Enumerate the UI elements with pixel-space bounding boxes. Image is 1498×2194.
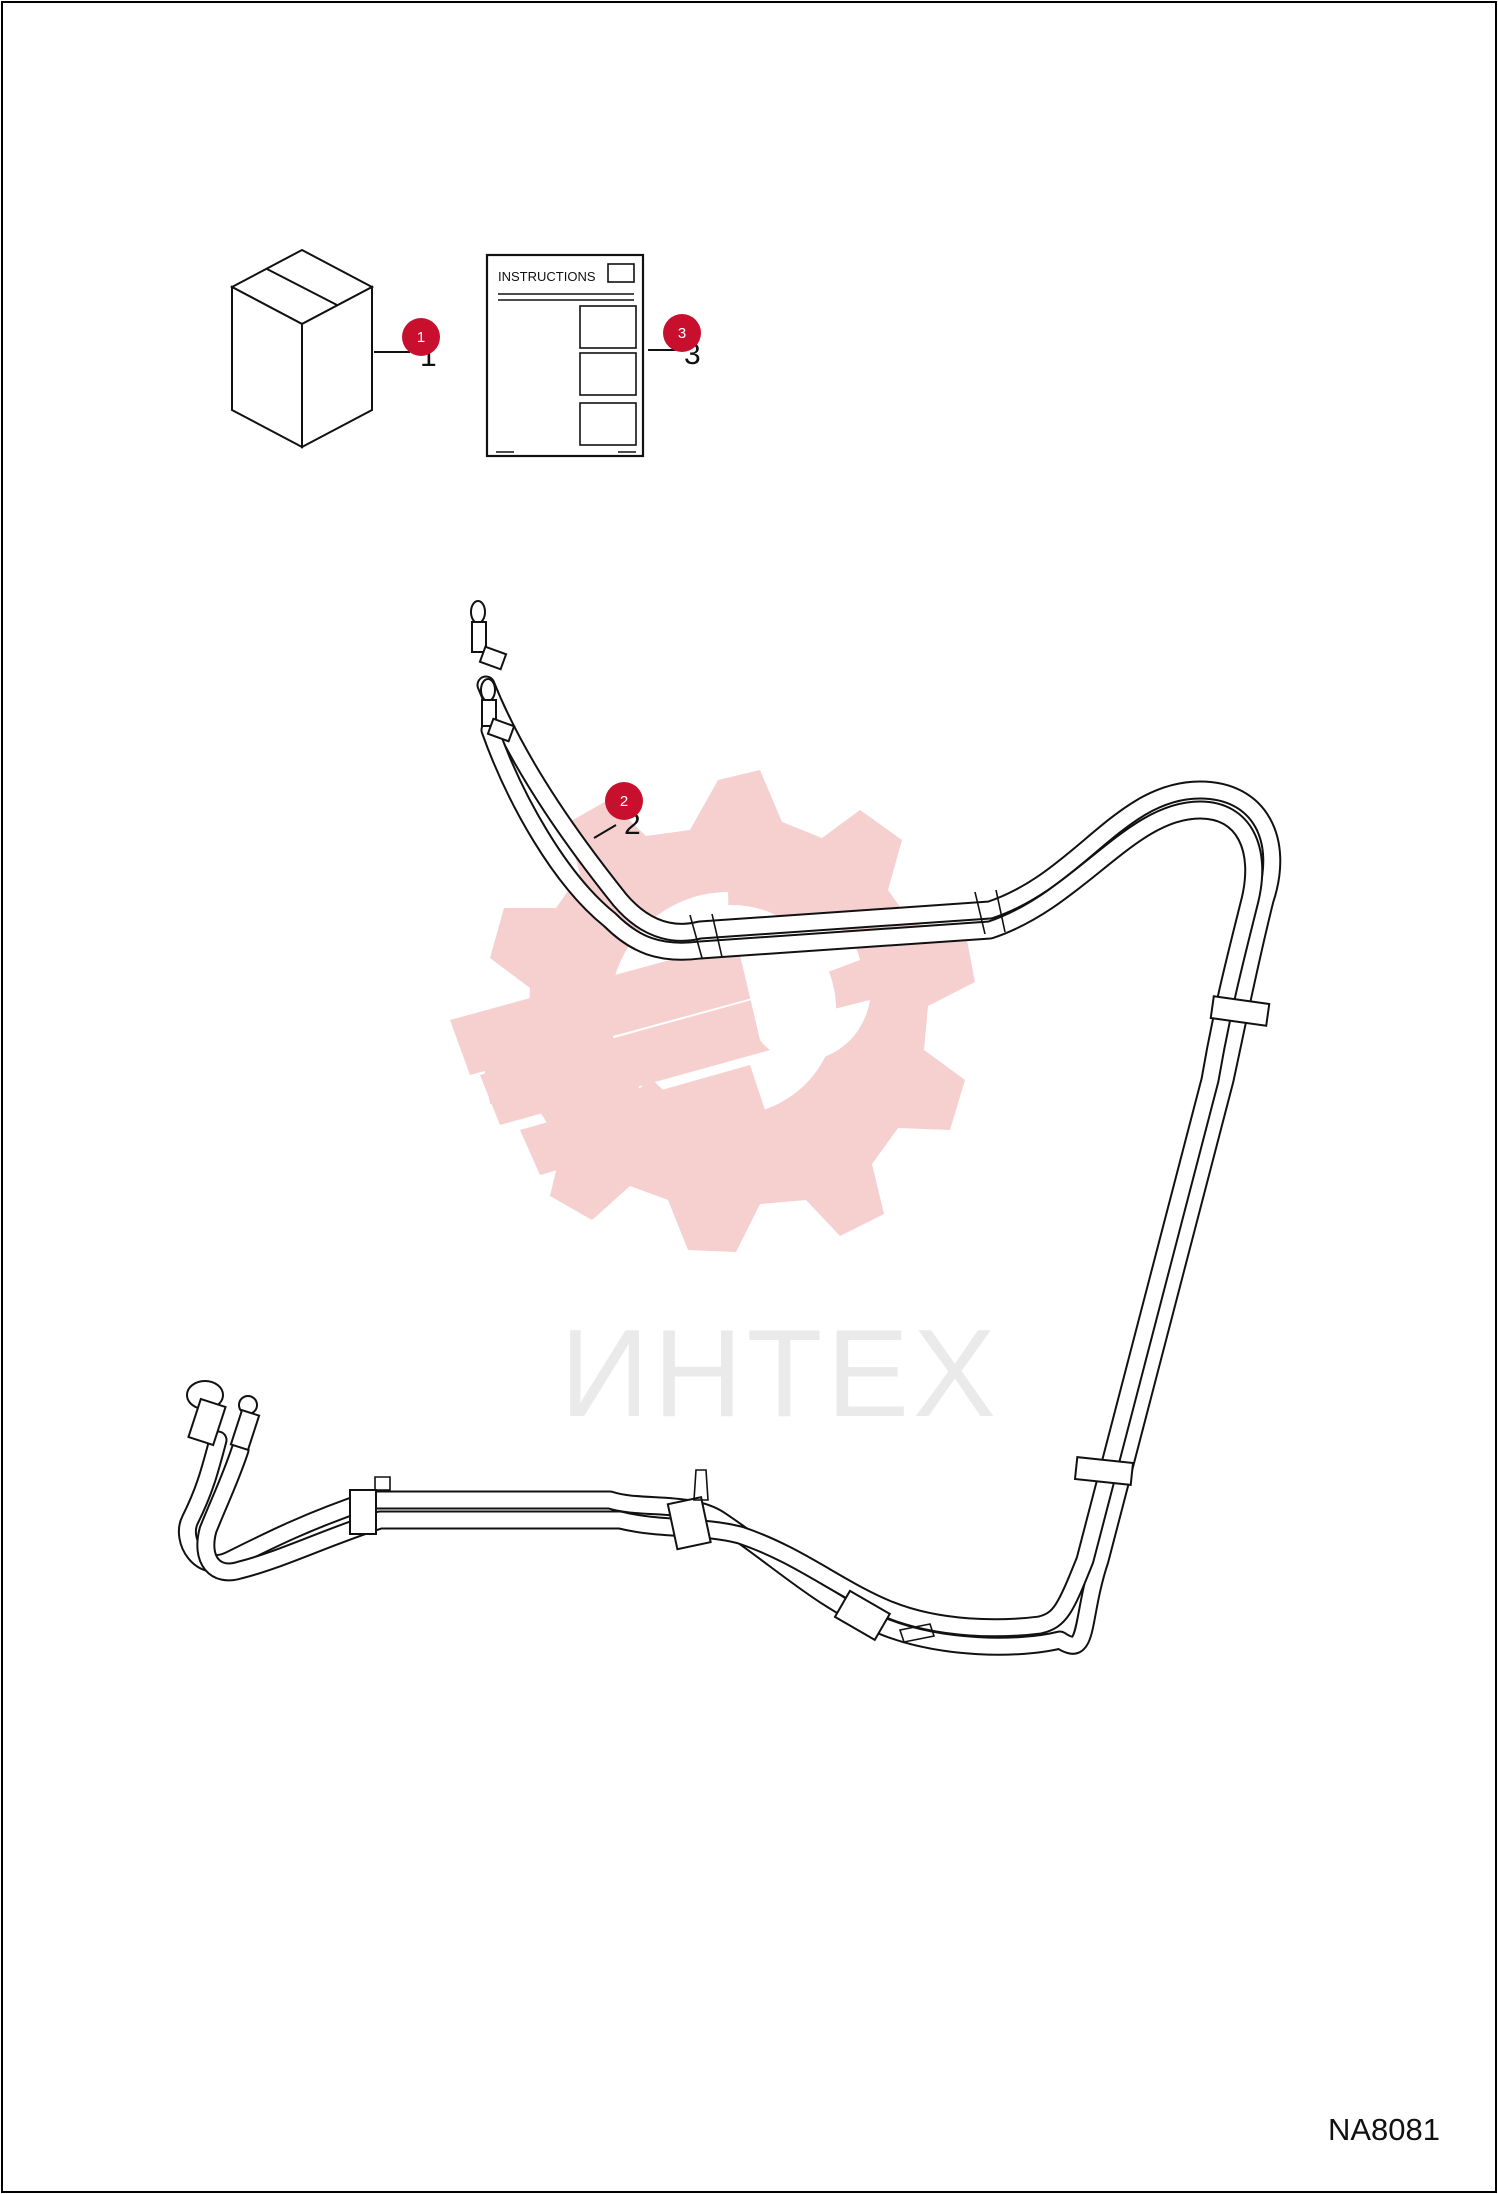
callout-badge-1[interactable]: 1 — [402, 318, 440, 356]
clamp — [1073, 1456, 1135, 1486]
box-icon — [229, 248, 375, 449]
badge-label-3: 3 — [678, 325, 686, 342]
callout-badge-2[interactable]: 2 — [605, 782, 643, 820]
instructions-label: INSTRUCTIONS — [498, 269, 596, 284]
part-1-box: 1 — [229, 248, 437, 449]
callout-badge-3[interactable]: 3 — [663, 314, 701, 352]
watermark-text: ИНТЕХ — [560, 1305, 1000, 1443]
badge-label-2: 2 — [620, 793, 628, 810]
clamp — [349, 1489, 377, 1535]
watermark-logo: ИНТЕХ — [450, 770, 1000, 1443]
clamp — [1209, 995, 1271, 1027]
part-3-instructions: INSTRUCTIONS 3 — [485, 253, 701, 458]
wrench-icon — [450, 917, 870, 1175]
drawing-code: NA8081 — [1328, 2112, 1440, 2147]
clamp — [833, 1589, 892, 1642]
badge-label-1: 1 — [417, 329, 425, 346]
top-fitting — [470, 600, 516, 743]
bottom-fitting — [186, 1380, 261, 1452]
leader-line-2 — [593, 824, 617, 839]
clamp — [666, 1495, 712, 1551]
hose-assembly: 2 — [177, 600, 1282, 1656]
instructions-sheet — [485, 253, 645, 458]
